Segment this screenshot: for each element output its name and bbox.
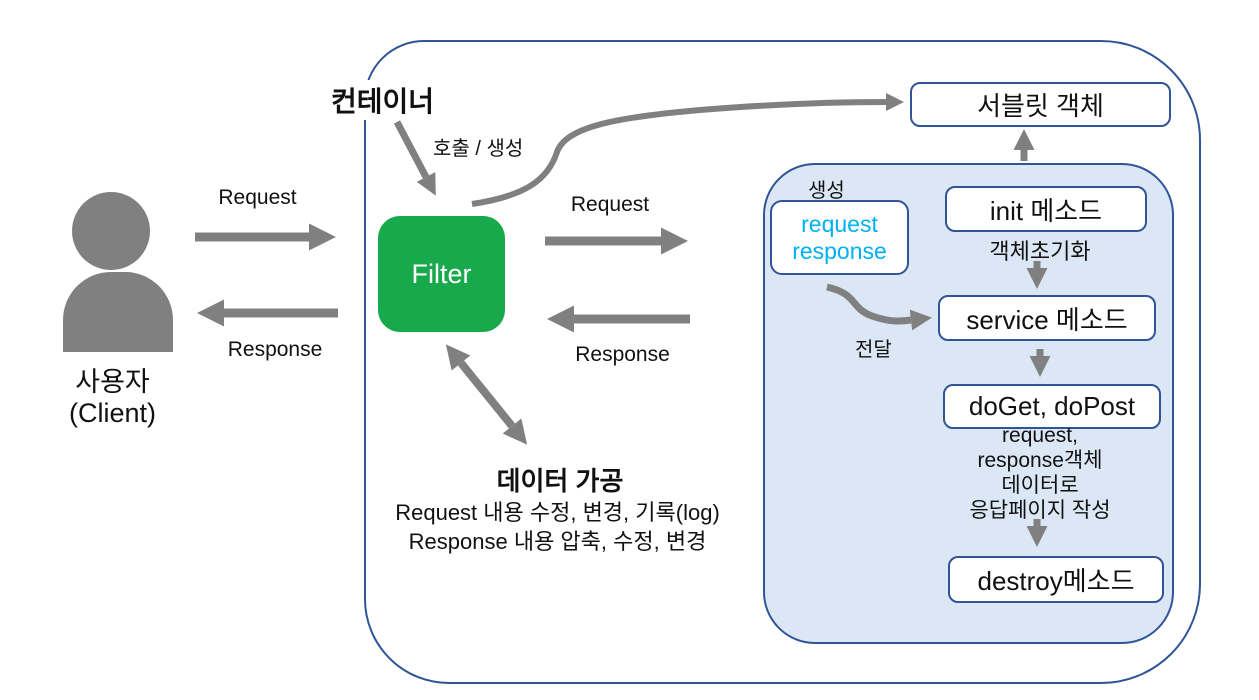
servlet-object-box: 서블릿 객체 <box>910 82 1171 127</box>
param-response-label: response <box>792 237 887 264</box>
client-label-ko: 사용자 <box>75 367 150 397</box>
doget-dopost-label: doGet, doPost <box>968 391 1136 421</box>
init-caption: 객체초기화 <box>989 239 1091 264</box>
client-request-label: Request <box>218 186 297 209</box>
call-create-label: 호출 / 생성 <box>433 138 524 160</box>
data-processing-line2: Response 내용 압축, 수정, 변경 <box>408 529 707 554</box>
init-method-box: init 메소드 <box>945 186 1147 232</box>
filter-request-label: Request <box>570 193 650 216</box>
servlet-object-label: 서블릿 객체 <box>977 91 1104 121</box>
doget-caption-line1: request, <box>1002 424 1078 447</box>
doget-dopost-box: doGet, doPost <box>943 384 1161 429</box>
container-title: 컨테이너 <box>328 80 438 120</box>
data-processing-title: 데이터 가공 <box>496 466 624 496</box>
param-request-label: request <box>801 210 878 237</box>
transfer-label: 전달 <box>855 339 892 361</box>
person-icon <box>72 192 150 270</box>
data-processing-line1: Request 내용 수정, 변경, 기록(log) <box>395 500 720 525</box>
doget-caption-line4: 응답페이지 작성 <box>969 499 1111 522</box>
doget-caption: request, response객체 데이터로 응답페이지 작성 <box>925 423 1155 523</box>
request-response-box: request response <box>770 200 909 275</box>
filter-label: Filter <box>411 258 472 289</box>
client-response-label: Response <box>227 338 323 361</box>
destroy-method-box: destroy메소드 <box>948 556 1164 603</box>
doget-caption-line2: response객체 <box>977 449 1103 472</box>
doget-caption-line3: 데이터로 <box>1001 474 1079 497</box>
service-method-box: service 메소드 <box>938 295 1156 341</box>
init-method-label: init 메소드 <box>989 195 1103 226</box>
filter-response-label: Response <box>575 343 670 366</box>
destroy-method-label: destroy메소드 <box>977 566 1135 596</box>
person-icon-body <box>63 272 173 352</box>
create-label: 생성 <box>808 180 845 202</box>
filter-box: Filter <box>378 216 505 332</box>
client-label-en: (Client) <box>68 398 156 428</box>
service-method-label: service 메소드 <box>966 304 1128 335</box>
